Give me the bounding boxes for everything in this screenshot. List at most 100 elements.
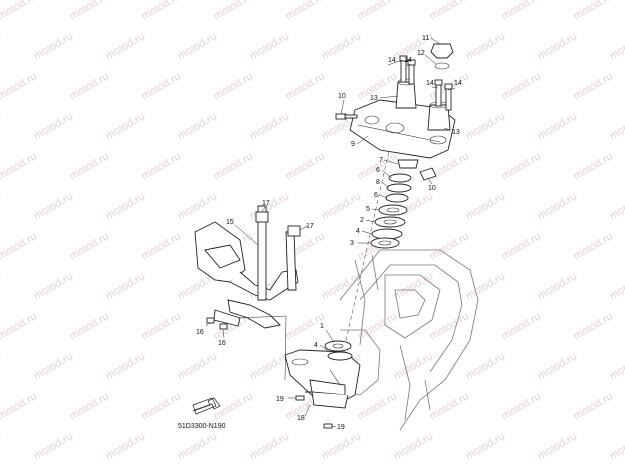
- watermark-text: motod.ru: [428, 390, 472, 422]
- watermark-text: motod.ru: [464, 270, 508, 302]
- callout-17: 17: [262, 200, 270, 207]
- callout-14: 14: [388, 57, 396, 64]
- watermark-text: motod.ru: [212, 70, 256, 102]
- callout-6: 6: [376, 167, 380, 174]
- callout-18: 18: [297, 415, 305, 422]
- watermark-text: motod.ru: [140, 390, 184, 422]
- watermark-text: motod.ru: [536, 30, 580, 62]
- headlight-stay: [194, 205, 301, 330]
- watermark-text: motod.ru: [0, 110, 3, 142]
- watermark-text: motod.ru: [176, 30, 220, 62]
- stem-axis: [344, 124, 396, 346]
- callout-16: 16: [218, 340, 226, 347]
- watermark-text: motod.ru: [32, 110, 76, 142]
- callout-5: 5: [366, 206, 370, 213]
- callout-7: 7: [379, 157, 383, 164]
- watermark-text: motod.ru: [140, 150, 184, 182]
- watermark-text: motod.ru: [68, 230, 112, 262]
- watermark-text: motod.ru: [68, 310, 112, 342]
- watermark-text: motod.ru: [0, 270, 3, 302]
- watermark-text: motod.ru: [536, 270, 580, 302]
- watermark-text: motod.ru: [464, 350, 508, 382]
- callout-10: 10: [338, 93, 346, 100]
- watermark-text: motod.ru: [536, 430, 580, 462]
- watermark-text: motod.ru: [248, 110, 292, 142]
- watermark-text: motod.ru: [320, 30, 364, 62]
- callout-19: 19: [276, 396, 284, 403]
- upper-bracket: [349, 99, 456, 159]
- callout-14: 14: [404, 57, 412, 64]
- watermark-text: motod.ru: [140, 0, 184, 23]
- watermark-text: motod.ru: [428, 310, 472, 342]
- diagram-code: 51D3300-N190: [178, 423, 226, 430]
- watermark-text: motod.ru: [0, 190, 3, 222]
- callout-12: 12: [417, 50, 425, 57]
- bracket-plate: [295, 391, 349, 429]
- watermark-text: motod.ru: [248, 350, 292, 382]
- watermark-text: motod.ru: [140, 70, 184, 102]
- callout-labels: 11 12 14 14 14 14 10 13 13 9 7 10 6 8 6 …: [196, 35, 462, 431]
- watermark-text: motod.ru: [68, 150, 112, 182]
- watermark-text: motod.ru: [428, 230, 472, 262]
- watermark-text: motod.ru: [32, 270, 76, 302]
- callout-8: 8: [376, 179, 380, 186]
- watermark-text: motod.ru: [104, 270, 148, 302]
- watermark-text: motod.ru: [392, 350, 436, 382]
- watermark-text: motod.ru: [140, 310, 184, 342]
- watermark-text: motod.ru: [104, 190, 148, 222]
- watermark-text: motod.ru: [104, 30, 148, 62]
- callout-10: 10: [428, 185, 436, 192]
- watermark-text: motod.ru: [284, 70, 328, 102]
- watermark-text: motod.ru: [32, 430, 76, 462]
- callout-17: 17: [306, 223, 314, 230]
- watermark-text: motod.ru: [104, 110, 148, 142]
- watermark-text: motod.ru: [0, 230, 39, 262]
- watermark-text: motod.ru: [464, 190, 508, 222]
- watermark-text: motod.ru: [0, 0, 39, 23]
- watermark-text: motod.ru: [608, 430, 625, 462]
- watermark-text: motod.ru: [104, 350, 148, 382]
- watermark-text: motod.ru: [608, 270, 625, 302]
- callout-13: 13: [452, 129, 460, 136]
- callout-16: 16: [196, 329, 204, 336]
- pinch-bolt: [419, 167, 437, 181]
- watermark-text: motod.ru: [500, 70, 544, 102]
- watermark-text: motod.ru: [248, 30, 292, 62]
- watermark-text: motod.ru: [68, 70, 112, 102]
- watermark-text: motod.ru: [536, 350, 580, 382]
- watermark-text: motod.ru: [392, 430, 436, 462]
- watermark-text: motod.ru: [104, 430, 148, 462]
- watermark-text: motod.ru: [572, 0, 616, 23]
- watermark-text: motod.ru: [536, 190, 580, 222]
- watermark-text: motod.ru: [0, 30, 3, 62]
- callout-3: 3: [350, 240, 354, 247]
- callout-4: 4: [314, 342, 318, 349]
- watermark-text: motod.ru: [68, 0, 112, 23]
- watermark-text: motod.ru: [356, 390, 400, 422]
- callout-13: 13: [370, 95, 378, 102]
- callout-2: 2: [360, 217, 364, 224]
- callout-11: 11: [422, 35, 429, 42]
- watermark-text: motod.ru: [176, 430, 220, 462]
- stem-nut: [430, 43, 454, 70]
- watermark-text: motod.ru: [572, 230, 616, 262]
- watermark-text: motod.ru: [284, 0, 328, 23]
- watermark-text: motod.ru: [320, 190, 364, 222]
- callout-15: 15: [226, 219, 234, 226]
- watermark-text: motod.ru: [140, 230, 184, 262]
- frame-outline: [339, 249, 479, 431]
- holder-bolts: [399, 55, 453, 111]
- leader-lines: [205, 37, 456, 428]
- watermark-text: motod.ru: [0, 390, 39, 422]
- watermark-text: motod.ru: [0, 350, 3, 382]
- callout-1: 1: [320, 323, 324, 330]
- watermark-text: motod.ru: [0, 310, 39, 342]
- watermark-text: motod.ru: [176, 350, 220, 382]
- watermark-text: motod.ru: [500, 310, 544, 342]
- watermark-text: motod.ru: [608, 190, 625, 222]
- watermark-text: motod.ru: [500, 150, 544, 182]
- watermark-text: motod.ru: [248, 430, 292, 462]
- watermark-text: motod.ru: [464, 110, 508, 142]
- callout-14: 14: [454, 80, 462, 87]
